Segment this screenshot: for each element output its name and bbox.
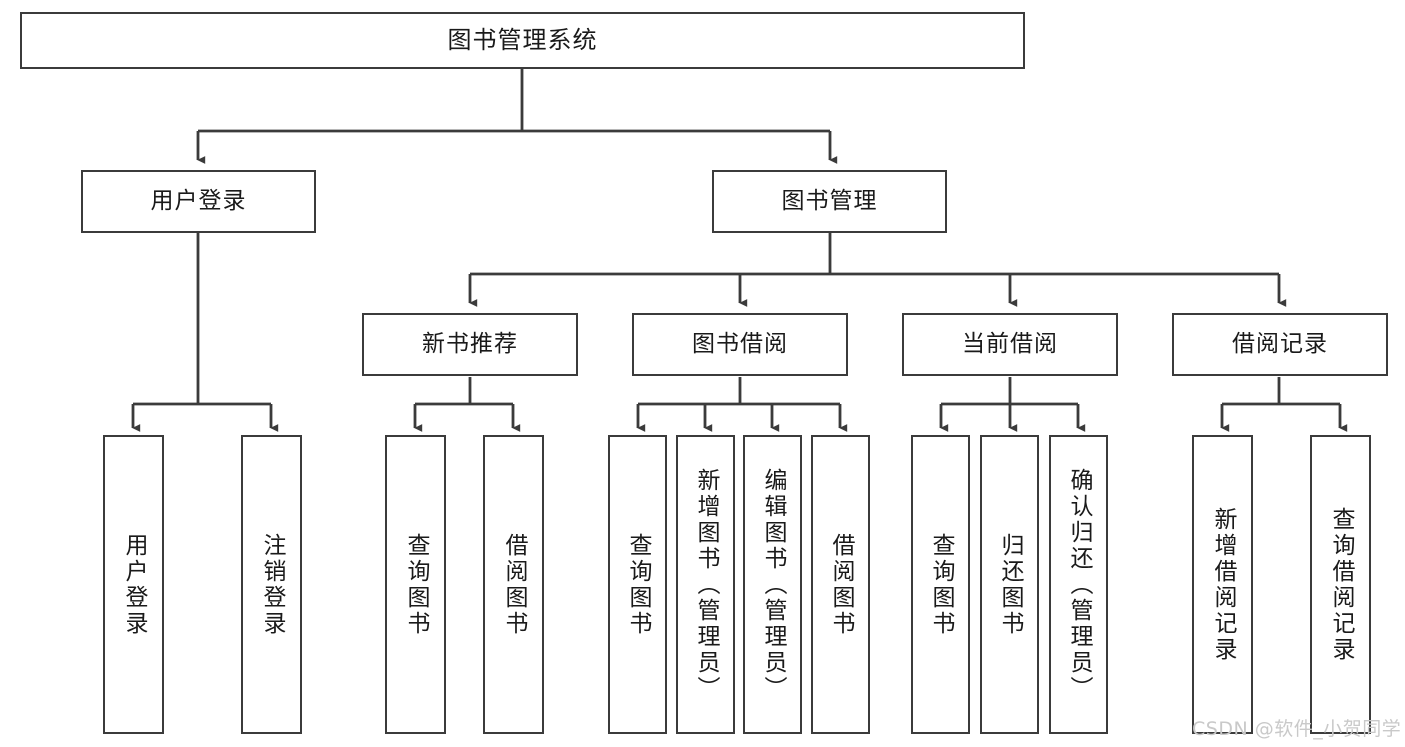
node-label: 归还图书	[997, 532, 1023, 637]
node-leaf-borrow-edit-book[interactable]: 编辑图书（管理员）	[743, 435, 802, 734]
node-label: 用户登录	[121, 532, 147, 637]
node-leaf-current-query-book[interactable]: 查询图书	[911, 435, 970, 734]
node-book-borrow[interactable]: 图书借阅	[632, 313, 848, 376]
node-leaf-current-confirm-return[interactable]: 确认归还（管理员）	[1049, 435, 1108, 734]
node-label: 图书管理	[781, 187, 878, 214]
node-label: 新增图书（管理员）	[693, 467, 719, 702]
node-label: 当前借阅	[962, 330, 1058, 357]
node-label: 编辑图书（管理员）	[760, 467, 786, 702]
node-leaf-borrow-add-book[interactable]: 新增图书（管理员）	[676, 435, 735, 734]
node-borrow-record[interactable]: 借阅记录	[1172, 313, 1388, 376]
node-label: 借阅图书	[828, 532, 854, 637]
node-label: 图书借阅	[692, 330, 788, 357]
csdn-watermark: CSDN @软件_小贺同学	[1192, 718, 1402, 740]
node-leaf-user-logout[interactable]: 注销登录	[241, 435, 302, 734]
node-label: 查询图书	[625, 532, 651, 637]
node-book-management[interactable]: 图书管理	[712, 170, 947, 233]
node-label: 新增借阅记录	[1210, 506, 1236, 663]
node-leaf-recommend-borrow-book[interactable]: 借阅图书	[483, 435, 544, 734]
node-label: 查询借阅记录	[1328, 506, 1354, 663]
node-label: 查询图书	[928, 532, 954, 637]
node-current-borrow[interactable]: 当前借阅	[902, 313, 1118, 376]
node-leaf-user-login[interactable]: 用户登录	[103, 435, 164, 734]
node-label: 新书推荐	[422, 330, 518, 357]
node-label: 用户登录	[150, 187, 247, 214]
node-leaf-borrow-query-book[interactable]: 查询图书	[608, 435, 667, 734]
node-root-system[interactable]: 图书管理系统	[20, 12, 1025, 69]
node-leaf-record-query[interactable]: 查询借阅记录	[1310, 435, 1371, 734]
node-label: 图书管理系统	[447, 26, 598, 55]
node-leaf-borrow-borrow-book[interactable]: 借阅图书	[811, 435, 870, 734]
node-label: 确认归还（管理员）	[1066, 467, 1092, 702]
node-user-login[interactable]: 用户登录	[81, 170, 316, 233]
node-label: 借阅图书	[501, 532, 527, 637]
node-leaf-record-add[interactable]: 新增借阅记录	[1192, 435, 1253, 734]
node-label: 注销登录	[259, 532, 285, 637]
node-leaf-current-return-book[interactable]: 归还图书	[980, 435, 1039, 734]
node-new-book-recommend[interactable]: 新书推荐	[362, 313, 578, 376]
node-label: 查询图书	[403, 532, 429, 637]
node-leaf-recommend-query-book[interactable]: 查询图书	[385, 435, 446, 734]
node-label: 借阅记录	[1232, 330, 1328, 357]
